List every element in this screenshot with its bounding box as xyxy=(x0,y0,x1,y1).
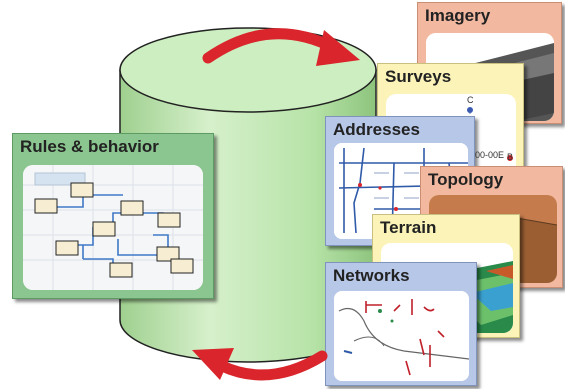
topology-title: Topology xyxy=(428,170,504,189)
survey-point-c-label: C xyxy=(467,95,474,105)
networks-image xyxy=(334,291,469,381)
rules-behavior-image xyxy=(23,165,203,290)
addresses-title: Addresses xyxy=(333,120,420,139)
imagery-title: Imagery xyxy=(425,6,491,25)
survey-coordinate-label: 00-00E xyxy=(475,150,505,160)
networks-title: Networks xyxy=(333,266,410,285)
surveys-title: Surveys xyxy=(385,67,452,86)
rules-behavior-title: Rules & behavior xyxy=(20,137,159,156)
survey-point-b-label: B xyxy=(507,152,514,162)
networks-panel: Networks xyxy=(325,262,477,386)
rules-behavior-panel: Rules & behavior xyxy=(12,133,214,299)
network-map-icon xyxy=(334,291,469,381)
terrain-title: Terrain xyxy=(380,218,437,237)
flow-boxes-icon xyxy=(23,165,203,290)
